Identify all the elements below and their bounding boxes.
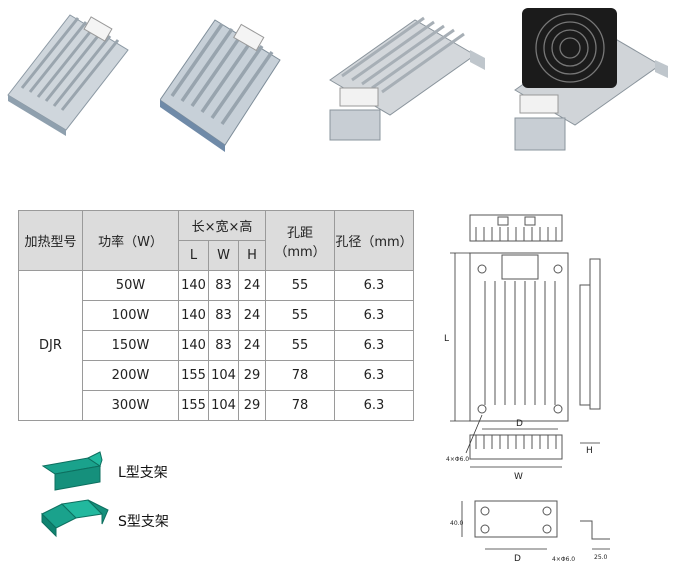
length-cell: 155 xyxy=(178,390,209,421)
dim-d-label: D xyxy=(516,419,523,429)
l-bracket-label: L型支架 xyxy=(118,465,168,481)
length-cell: 140 xyxy=(178,270,209,301)
width-cell: 83 xyxy=(208,330,239,361)
hole-distance-cell: 55 xyxy=(265,270,335,301)
dim-l-label: L xyxy=(444,334,449,344)
height-cell: 29 xyxy=(238,390,266,421)
header-size-w: W xyxy=(208,240,239,271)
width-cell: 104 xyxy=(208,390,239,421)
heater-fan-photo xyxy=(514,8,668,151)
header-hole-distance: 孔距（mm） xyxy=(265,210,335,271)
length-cell: 155 xyxy=(178,360,209,391)
plate-front-view xyxy=(469,252,569,422)
heater-small-photo xyxy=(7,14,129,136)
hole-diameter-cell: 6.3 xyxy=(334,300,414,331)
dim-40-label: 40.0 xyxy=(450,520,464,527)
power-cell: 150W xyxy=(82,330,179,361)
height-cell: 24 xyxy=(238,300,266,331)
hole-diameter-cell: 6.3 xyxy=(334,390,414,421)
length-cell: 140 xyxy=(178,300,209,331)
width-cell: 83 xyxy=(208,270,239,301)
power-cell: 200W xyxy=(82,360,179,391)
hole-distance-cell: 55 xyxy=(265,330,335,361)
dim-25-label: 25.0 xyxy=(594,554,608,561)
heater-medium-photo xyxy=(160,19,281,152)
width-cell: 104 xyxy=(208,360,239,391)
power-cell: 100W xyxy=(82,300,179,331)
technical-drawing: L D W H 4×Φ6.0 40.0 D 4×Φ6.0 25.0 xyxy=(444,214,610,564)
dim-d2-label: D xyxy=(514,554,521,564)
length-cell: 140 xyxy=(178,330,209,361)
table-row: 100W 140 83 24 55 6.3 xyxy=(19,300,414,331)
height-cell: 24 xyxy=(238,330,266,361)
hole-distance-cell: 78 xyxy=(265,360,335,391)
header-model: 加热型号 xyxy=(18,210,83,271)
power-cell: 50W xyxy=(82,270,179,301)
header-size-h: H xyxy=(238,240,266,271)
s-bracket-icon xyxy=(41,499,109,538)
hole-diameter-cell: 6.3 xyxy=(334,360,414,391)
header-hole-diameter: 孔径（mm） xyxy=(334,210,414,271)
dim-w-label: W xyxy=(514,472,523,482)
hole-note2-label: 4×Φ6.0 xyxy=(552,556,575,563)
height-cell: 29 xyxy=(238,360,266,391)
power-cell: 300W xyxy=(82,390,179,421)
spec-table: 加热型号 功率（W） 长×宽×高 孔距（mm） 孔径（mm） L W H DJR… xyxy=(18,210,414,421)
l-bracket-icon xyxy=(41,451,103,491)
table-row: 150W 140 83 24 55 6.3 xyxy=(19,330,414,361)
header-size-l: L xyxy=(178,240,209,271)
dim-h-label: H xyxy=(586,446,593,456)
model-cell: DJR xyxy=(18,270,83,421)
table-row: 200W 155 104 29 78 6.3 xyxy=(19,360,414,391)
hole-distance-cell: 78 xyxy=(265,390,335,421)
header-power: 功率（W） xyxy=(82,210,179,271)
header-size: 长×宽×高 xyxy=(178,210,266,241)
height-cell: 24 xyxy=(238,270,266,301)
hole-diameter-cell: 6.3 xyxy=(334,270,414,301)
table-row: DJR 50W 140 83 24 55 6.3 xyxy=(18,270,414,421)
hole-note-label: 4×Φ6.0 xyxy=(446,456,469,463)
hole-diameter-cell: 6.3 xyxy=(334,330,414,361)
heater-bracket-photo xyxy=(329,16,485,141)
hole-distance-cell: 55 xyxy=(265,300,335,331)
width-cell: 83 xyxy=(208,300,239,331)
table-row: 300W 155 104 29 78 6.3 xyxy=(19,390,414,421)
s-bracket-label: S型支架 xyxy=(118,514,169,530)
